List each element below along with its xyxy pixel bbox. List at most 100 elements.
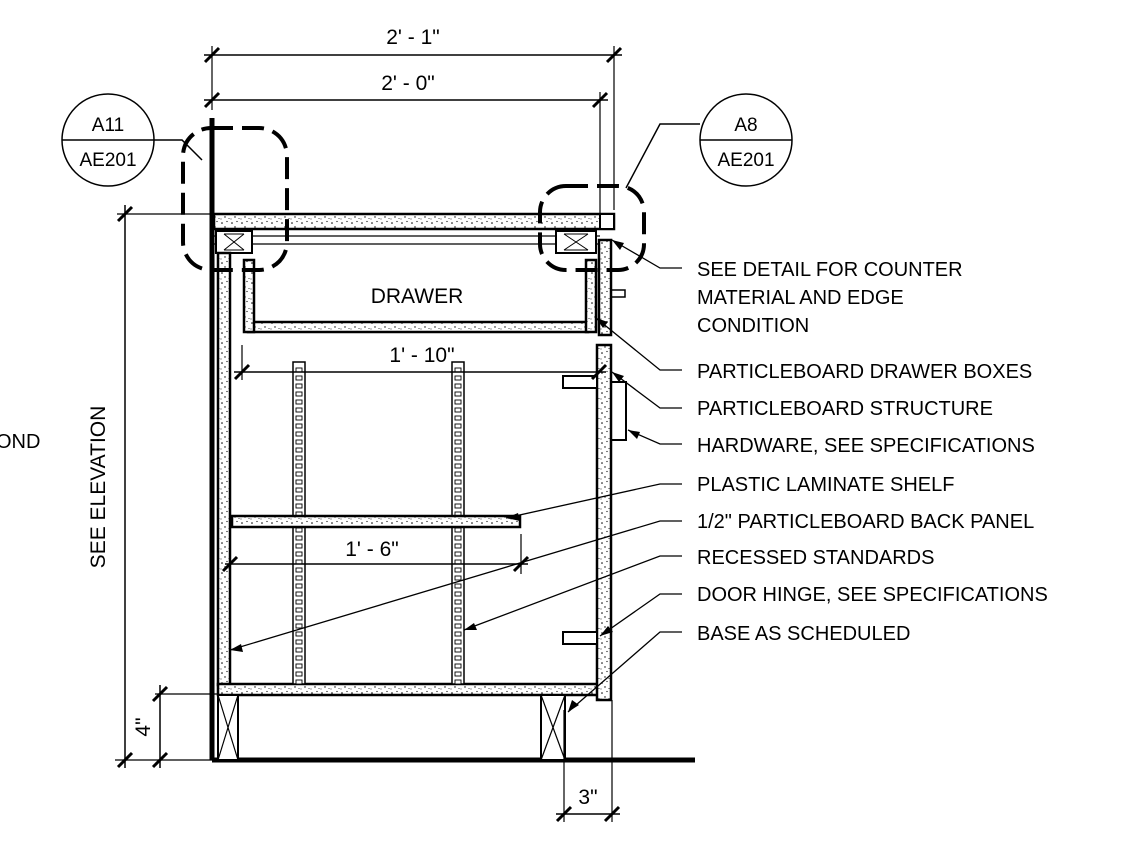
drawer-box-bottom xyxy=(246,320,590,334)
standard-slot xyxy=(295,639,303,645)
standard-slot xyxy=(454,479,462,485)
standard-slot xyxy=(295,655,303,661)
standard-slot xyxy=(295,479,303,485)
standard-slot xyxy=(295,671,303,677)
toe-kick-right xyxy=(540,694,566,761)
standard-slot xyxy=(454,543,462,549)
standard-slot xyxy=(454,455,462,461)
standard-slot xyxy=(454,599,462,605)
dim-toe-kick-height: 4" xyxy=(115,685,218,769)
standard-slot xyxy=(454,591,462,597)
countertop-edge-band xyxy=(599,213,615,230)
dim-drawer-interior: 1' - 10" xyxy=(233,344,608,381)
note-hardware: HARDWARE, SEE SPECIFICATIONS xyxy=(697,435,1035,457)
blocking-left xyxy=(215,230,253,254)
countertop xyxy=(212,212,616,231)
dim-cabinet-width-text: 2' - 0" xyxy=(381,72,434,95)
standard-slot xyxy=(454,471,462,477)
hardware-pull-top xyxy=(562,375,598,389)
blocking-right xyxy=(555,230,597,254)
note-counter-line-1: SEE DETAIL FOR COUNTER xyxy=(697,259,963,281)
dim-drawer-interior-text: 1' - 10" xyxy=(389,344,454,367)
standard-slot xyxy=(454,679,462,685)
note-counter-line-3: CONDITION xyxy=(697,315,809,337)
detail-boundary-a11 xyxy=(181,126,289,272)
standard-slot xyxy=(454,415,462,421)
detail-boundary-a8 xyxy=(538,184,646,272)
standard-slot xyxy=(454,391,462,397)
standard-slot xyxy=(295,527,303,533)
dim-height-text: SEE ELEVATION xyxy=(87,406,110,569)
standard-slot xyxy=(454,495,462,501)
standard-slot xyxy=(295,575,303,581)
plastic-laminate-shelf xyxy=(230,514,522,529)
standard-slot xyxy=(295,647,303,653)
standard-slot xyxy=(454,607,462,613)
standard-slot xyxy=(295,399,303,405)
leaders xyxy=(229,239,682,713)
standard-slot xyxy=(295,599,303,605)
note-base: BASE AS SCHEDULED xyxy=(697,623,910,645)
notes-column: SEE DETAIL FOR COUNTER MATERIAL AND EDGE… xyxy=(697,259,1048,645)
standard-slot xyxy=(295,583,303,589)
leader-arrowheads xyxy=(230,240,640,712)
standard-slot xyxy=(295,503,303,509)
leader-drawer-boxes xyxy=(595,317,682,371)
standard-slot xyxy=(295,423,303,429)
drawer-box-front xyxy=(584,258,598,334)
standard-slot xyxy=(295,463,303,469)
leader-counter-detail xyxy=(611,239,682,269)
note-shelf: PLASTIC LAMINATE SHELF xyxy=(697,474,954,496)
standard-slot xyxy=(295,391,303,397)
note-counter-line-2: MATERIAL AND EDGE xyxy=(697,287,904,309)
standard-slot xyxy=(295,415,303,421)
standard-slot xyxy=(454,655,462,661)
door-hinge xyxy=(562,631,598,645)
standard-slot xyxy=(454,575,462,581)
recessed-standard-right xyxy=(451,361,465,685)
note-structure: PARTICLEBOARD STRUCTURE xyxy=(697,398,993,420)
standard-slot xyxy=(295,631,303,637)
standard-slot xyxy=(454,375,462,381)
standard-slot xyxy=(454,383,462,389)
standard-slot xyxy=(295,607,303,613)
dim-shelf-depth-text: 1' - 6" xyxy=(345,538,398,561)
dim-height: SEE ELEVATION xyxy=(87,205,216,769)
note-drawer-boxes: PARTICLEBOARD DRAWER BOXES xyxy=(697,361,1032,383)
standard-slot xyxy=(295,663,303,669)
callout-a8-detail: A8 xyxy=(734,115,757,136)
standard-slot xyxy=(454,615,462,621)
leader-hinge xyxy=(599,593,682,637)
dim-overall-width-text: 2' - 1" xyxy=(386,26,439,49)
standard-slot xyxy=(454,399,462,405)
drawer-label: DRAWER xyxy=(371,285,464,308)
standard-slot xyxy=(454,503,462,509)
dim-toe-kick-recess-text: 3" xyxy=(578,786,597,809)
standard-slot xyxy=(454,463,462,469)
drawer-box-back xyxy=(242,258,256,334)
bottom-panel xyxy=(216,682,605,697)
standard-slot xyxy=(454,551,462,557)
door-panel xyxy=(595,343,613,702)
standard-slot xyxy=(295,535,303,541)
toe-kick-left xyxy=(217,694,239,761)
standard-slot xyxy=(454,623,462,629)
note-standards: RECESSED STANDARDS xyxy=(697,547,934,569)
standard-slot xyxy=(454,671,462,677)
standard-slot xyxy=(454,487,462,493)
drawer-pull xyxy=(611,289,626,298)
callout-a11-sheet: AE201 xyxy=(79,150,136,171)
standard-slot xyxy=(454,447,462,453)
standard-slot xyxy=(295,447,303,453)
callout-a11-detail: A11 xyxy=(92,115,124,136)
standard-slot xyxy=(295,543,303,549)
standard-slot xyxy=(454,407,462,413)
standard-slot xyxy=(454,423,462,429)
dim-shelf-depth: 1' - 6" xyxy=(221,534,530,574)
leader-back-panel xyxy=(229,520,682,651)
standard-slot xyxy=(295,615,303,621)
callout-a8: A8 AE201 xyxy=(625,93,793,189)
leader-structure xyxy=(611,371,682,409)
dim-overall-width: 2' - 1" xyxy=(203,26,623,210)
